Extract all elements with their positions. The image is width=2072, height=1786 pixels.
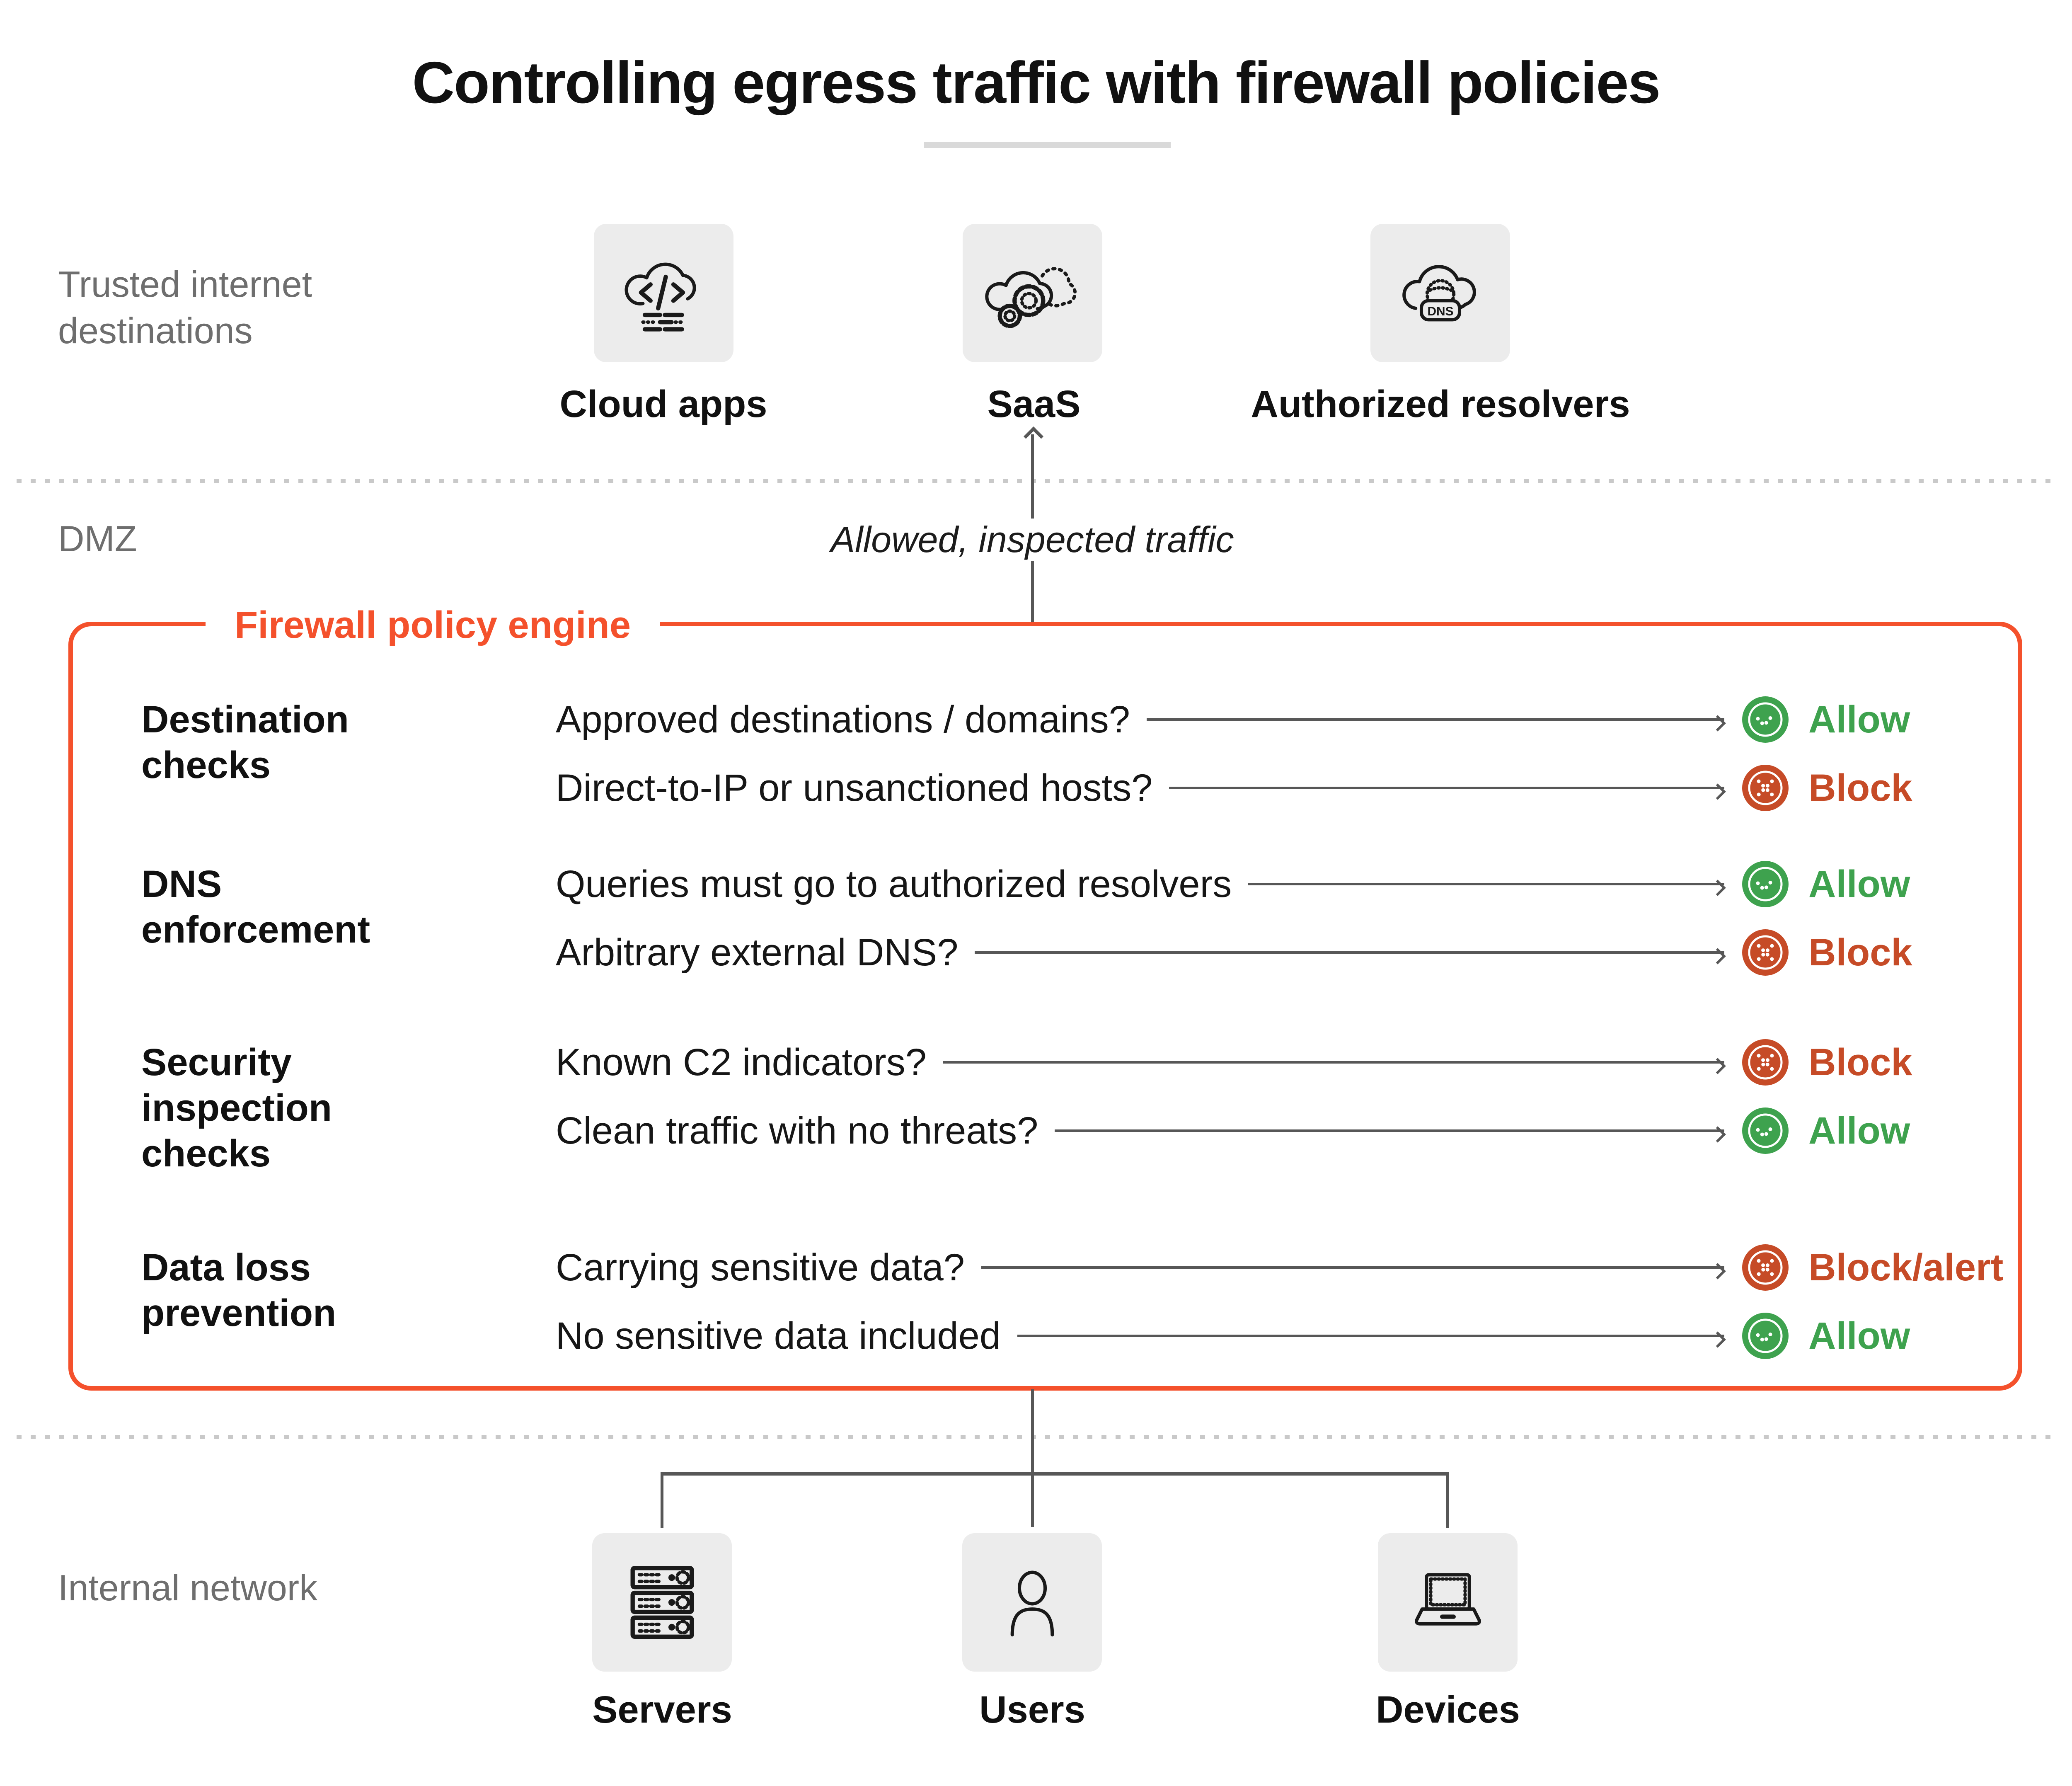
dns-icon-text: DNS xyxy=(1427,305,1453,318)
fw-row: Clean traffic with no threats? Allow xyxy=(556,1104,1985,1158)
page-title: Controlling egress traffic with firewall… xyxy=(412,50,1661,116)
outcome-label: Block xyxy=(1808,931,1912,974)
fw-row: Direct-to-IP or unsanctioned hosts? Bloc… xyxy=(556,761,1985,815)
branch-to-servers-line xyxy=(661,1472,663,1528)
zone-label-dmz: DMZ xyxy=(58,518,137,559)
firewall-policy-engine-label: Firewall policy engine xyxy=(206,602,660,648)
outcome-label: Allow xyxy=(1808,1109,1910,1152)
destination-label-saas: SaaS xyxy=(987,383,1081,425)
destination-label-cloud-apps: Cloud apps xyxy=(559,383,767,425)
user-icon xyxy=(1010,1570,1054,1637)
outcome-label: Allow xyxy=(1808,863,1910,905)
allow-badge-icon xyxy=(1742,861,1789,907)
fw-row: Approved destinations / domains? Allow xyxy=(556,693,1985,746)
arrow-up-icon xyxy=(1023,426,1044,447)
fw-question: Queries must go to authorized resolvers xyxy=(556,863,1232,905)
cloud-gears-icon xyxy=(985,267,1077,328)
fw-question: Arbitrary external DNS? xyxy=(556,931,959,974)
dmz-divider xyxy=(17,479,2055,483)
destination-card-authorized-resolvers: DNS xyxy=(1370,224,1510,362)
outcome-label: Allow xyxy=(1808,698,1910,741)
destination-card-saas xyxy=(963,224,1102,362)
fw-section-header: Destination checks xyxy=(141,698,349,786)
connector-arrow-line xyxy=(981,1266,1724,1269)
allow-badge-icon xyxy=(1742,1107,1789,1154)
zone-label-internal: Internal network xyxy=(58,1567,318,1608)
destination-card-cloud-apps xyxy=(594,224,733,362)
title-underline xyxy=(924,142,1171,148)
connector-arrow-line xyxy=(1055,1129,1724,1132)
branch-to-devices-line xyxy=(1446,1472,1449,1528)
outcome-label: Block xyxy=(1808,1041,1912,1083)
connector-arrow-line xyxy=(1248,883,1724,885)
internal-branch-line xyxy=(661,1472,1449,1476)
servers-icon xyxy=(630,1566,694,1639)
internal-card-users xyxy=(962,1533,1102,1672)
firewall-policy-engine-box: Firewall policy engine Destination check… xyxy=(68,602,2022,1391)
internal-label-users: Users xyxy=(979,1689,1085,1731)
block-badge-icon xyxy=(1742,765,1789,811)
connector-arrow-line xyxy=(943,1061,1724,1064)
block-badge-icon xyxy=(1742,929,1789,976)
connector-arrow-line xyxy=(1146,718,1724,721)
block-badge-icon xyxy=(1742,1039,1789,1086)
internal-card-devices xyxy=(1378,1533,1518,1672)
fw-question: Carrying sensitive data? xyxy=(556,1246,965,1289)
fw-row: No sensitive data included Allow xyxy=(556,1309,1985,1363)
fw-question: Known C2 indicators? xyxy=(556,1041,927,1083)
firewall-to-users-line xyxy=(1031,1389,1034,1527)
fw-question: Clean traffic with no threats? xyxy=(556,1109,1038,1152)
internal-card-servers xyxy=(592,1533,732,1672)
fw-section-destination-checks: Destination checks Approved destinations… xyxy=(141,693,1985,815)
cloud-code-icon xyxy=(625,262,696,332)
fw-section-security-inspection: Security inspection checks Known C2 indi… xyxy=(141,1035,1985,1176)
allow-badge-icon xyxy=(1742,1313,1789,1359)
fw-section-header: DNS enforcement xyxy=(141,863,370,951)
connector-arrow-line xyxy=(1017,1335,1724,1337)
cloud-dns-icon: DNS xyxy=(1402,265,1476,322)
outcome-label: Allow xyxy=(1808,1314,1910,1357)
outcome-label: Block/alert xyxy=(1808,1246,2004,1289)
laptop-icon xyxy=(1414,1573,1481,1626)
outcome-label: Block xyxy=(1808,766,1912,809)
fw-row: Queries must go to authorized resolvers … xyxy=(556,857,1985,911)
fw-section-data-loss-prevention: Data loss prevention Carrying sensitive … xyxy=(141,1241,2003,1363)
internal-label-devices: Devices xyxy=(1376,1689,1520,1731)
allow-badge-icon xyxy=(1742,696,1789,743)
fw-question: Approved destinations / domains? xyxy=(556,698,1130,741)
fw-row: Carrying sensitive data? Block/alert xyxy=(556,1241,2003,1294)
connector-arrow-line xyxy=(1169,787,1724,789)
fw-section-header: Data loss prevention xyxy=(141,1246,336,1334)
fw-question: No sensitive data included xyxy=(556,1314,1001,1357)
zone-label-trusted: Trusted internet destinations xyxy=(58,264,312,351)
block-badge-icon xyxy=(1742,1244,1789,1291)
traffic-note: Allowed, inspected traffic xyxy=(812,519,1253,561)
destination-label-authorized-resolvers: Authorized resolvers xyxy=(1251,383,1630,425)
internal-divider xyxy=(17,1435,2055,1439)
connector-arrow-line xyxy=(975,951,1724,954)
fw-section-dns-enforcement: DNS enforcement Queries must go to autho… xyxy=(141,857,1985,979)
fw-question: Direct-to-IP or unsanctioned hosts? xyxy=(556,766,1153,809)
fw-row: Arbitrary external DNS? Block xyxy=(556,926,1985,979)
internal-label-servers: Servers xyxy=(592,1689,732,1731)
fw-section-header: Security inspection checks xyxy=(141,1041,332,1175)
fw-row: Known C2 indicators? Block xyxy=(556,1035,1985,1089)
